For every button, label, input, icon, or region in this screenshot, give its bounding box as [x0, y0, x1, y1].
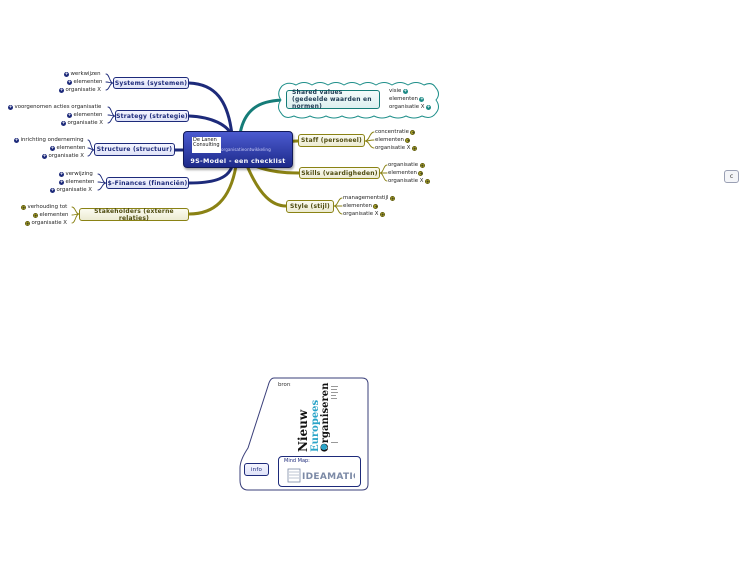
branch-skills[interactable]: Skills (vaardigheden) — [299, 167, 380, 179]
branch-stakeholders[interactable]: Stakeholders (externe relaties) — [79, 208, 189, 222]
branch-staff[interactable]: Staff (personeel) — [298, 134, 365, 147]
leaf-systems-elementen[interactable]: +elementen — [67, 79, 103, 85]
book-title-line1: Nieuw — [296, 409, 310, 452]
leaf-style-elementen[interactable]: elementen+ — [343, 203, 379, 209]
leaf-shared-visie[interactable]: visie+ — [389, 88, 408, 94]
plus-icon: + — [425, 179, 431, 184]
plus-icon: + — [405, 138, 411, 143]
branch-shared-values[interactable]: Shared values (gedeelde waarden en norme… — [286, 89, 380, 110]
leaf-connector-finances-2 — [97, 182, 107, 191]
leaf-connector-systems-2 — [105, 82, 114, 91]
plus-icon: + — [419, 163, 425, 168]
plus-icon: + — [21, 205, 26, 210]
connector-style — [246, 166, 288, 208]
connector-stakeholders — [187, 164, 238, 216]
plus-icon: + — [412, 146, 418, 151]
leaf-style-organisatie[interactable]: organisatie X+ — [343, 211, 386, 217]
leaf-staff-concentratie[interactable]: concentratie+ — [375, 129, 416, 135]
leaf-skills-elementen[interactable]: elementen+ — [388, 170, 424, 176]
ideamatics-logo: IDEAMATICS — [287, 468, 355, 483]
plus-icon: + — [59, 179, 64, 185]
plus-icon: + — [390, 196, 396, 201]
plus-icon: + — [50, 145, 55, 151]
connector-shared-values — [238, 98, 288, 136]
leaf-shared-elementen[interactable]: elementen+ — [389, 96, 425, 102]
branch-structure[interactable]: Structure (structuur) — [94, 143, 175, 156]
plus-icon: + — [61, 120, 66, 126]
central-title: 9S-Model - een checklist — [190, 157, 286, 165]
leaf-connector-stakeholders-2 — [71, 213, 80, 224]
logo-subtitle: organisatieontwikkeling — [221, 147, 271, 152]
connector-finances — [187, 164, 234, 185]
mindmap-credit-box[interactable]: Mind Map: IDEAMATICS — [278, 456, 361, 487]
leaf-connector-structure-2 — [87, 149, 95, 157]
leaf-connector-stakeholders-0 — [71, 206, 80, 215]
leaf-strategy-acties[interactable]: +voorgenomen acties organisatie — [8, 104, 102, 110]
plus-icon: + — [59, 171, 64, 177]
leaf-skills-organisatie-x[interactable]: organisatie X+ — [388, 178, 431, 184]
bron-label: bron: — [278, 382, 293, 388]
collapse-button[interactable]: c — [724, 170, 739, 183]
leaf-skills-organisatie[interactable]: organisatie+ — [388, 162, 425, 168]
plus-icon: + — [402, 88, 408, 94]
info-node[interactable]: info — [244, 463, 269, 476]
plus-icon: + — [418, 171, 424, 176]
leaf-structure-organisatie[interactable]: +organisatie X — [42, 153, 85, 159]
leaf-structure-inrichting[interactable]: +inrichting onderneming — [14, 137, 84, 143]
leaf-structure-elementen[interactable]: +elementen — [50, 145, 86, 151]
plus-icon: + — [373, 204, 379, 209]
plus-icon: + — [380, 212, 386, 217]
plus-icon: + — [426, 104, 432, 110]
book-cover-image: Nieuw Europees Organiseren — [291, 382, 343, 454]
plus-icon: + — [14, 137, 19, 143]
plus-icon: + — [25, 221, 30, 226]
leaf-connector-strategy-2 — [107, 115, 116, 124]
branch-strategy[interactable]: Strategy (strategie) — [115, 110, 189, 122]
connector-systems — [187, 81, 234, 137]
leaf-finances-verwijzing[interactable]: +verwijzing — [59, 171, 93, 177]
plus-icon: + — [59, 87, 64, 93]
leaf-shared-organisatie[interactable]: organisatie X+ — [389, 104, 432, 110]
plus-icon: + — [50, 187, 55, 193]
leaf-finances-organisatie[interactable]: +organisatie X — [50, 187, 93, 193]
leaf-strategy-organisatie[interactable]: +organisatie X — [61, 120, 104, 126]
leaf-connector-style-0 — [333, 197, 343, 207]
branch-finances[interactable]: $-Finances (financiën) — [106, 177, 189, 189]
branch-style[interactable]: Style (stijl) — [286, 200, 334, 213]
company-logo: De Lanen Consulting — [192, 137, 221, 153]
leaf-systems-werkwijzen[interactable]: +werkwijzen — [64, 71, 101, 77]
mindmap-label: Mind Map: — [284, 458, 310, 464]
central-topic[interactable]: De Lanen Consulting organisatieontwikkel… — [183, 131, 293, 168]
plus-icon: + — [33, 213, 38, 218]
svg-text:IDEAMATICS: IDEAMATICS — [302, 472, 355, 482]
plus-icon: + — [410, 130, 416, 135]
book-title-line2: Europees — [310, 399, 321, 452]
leaf-staff-elementen[interactable]: elementen+ — [375, 137, 411, 143]
leaf-finances-elementen[interactable]: +elementen — [59, 179, 95, 185]
leaf-stakeholders-elementen[interactable]: +elementen — [33, 212, 69, 218]
plus-icon: + — [419, 96, 425, 102]
leaf-stakeholders-verhouding[interactable]: +verhouding tot — [21, 204, 68, 210]
branch-systems[interactable]: Systems (systemen) — [113, 77, 189, 89]
leaf-stakeholders-organisatie[interactable]: +organisatie X — [25, 220, 68, 226]
leaf-connector-staff-2 — [364, 140, 375, 149]
leaf-staff-organisatie[interactable]: organisatie X+ — [375, 145, 418, 151]
plus-icon: + — [64, 71, 69, 77]
plus-icon: + — [67, 112, 72, 118]
leaf-connector-style-2 — [333, 205, 343, 215]
leaf-connector-skills-0 — [379, 164, 388, 174]
book-title-line3: Organiseren — [320, 382, 331, 452]
leaf-strategy-elementen[interactable]: +elementen — [67, 112, 103, 118]
leaf-style-managementstijl[interactable]: managementstijl+ — [343, 195, 396, 201]
leaf-systems-organisatie[interactable]: +organisatie X — [59, 87, 102, 93]
plus-icon: + — [42, 153, 47, 159]
leaf-connector-skills-2 — [379, 172, 388, 182]
plus-icon: + — [8, 104, 13, 110]
plus-icon: + — [67, 79, 72, 85]
